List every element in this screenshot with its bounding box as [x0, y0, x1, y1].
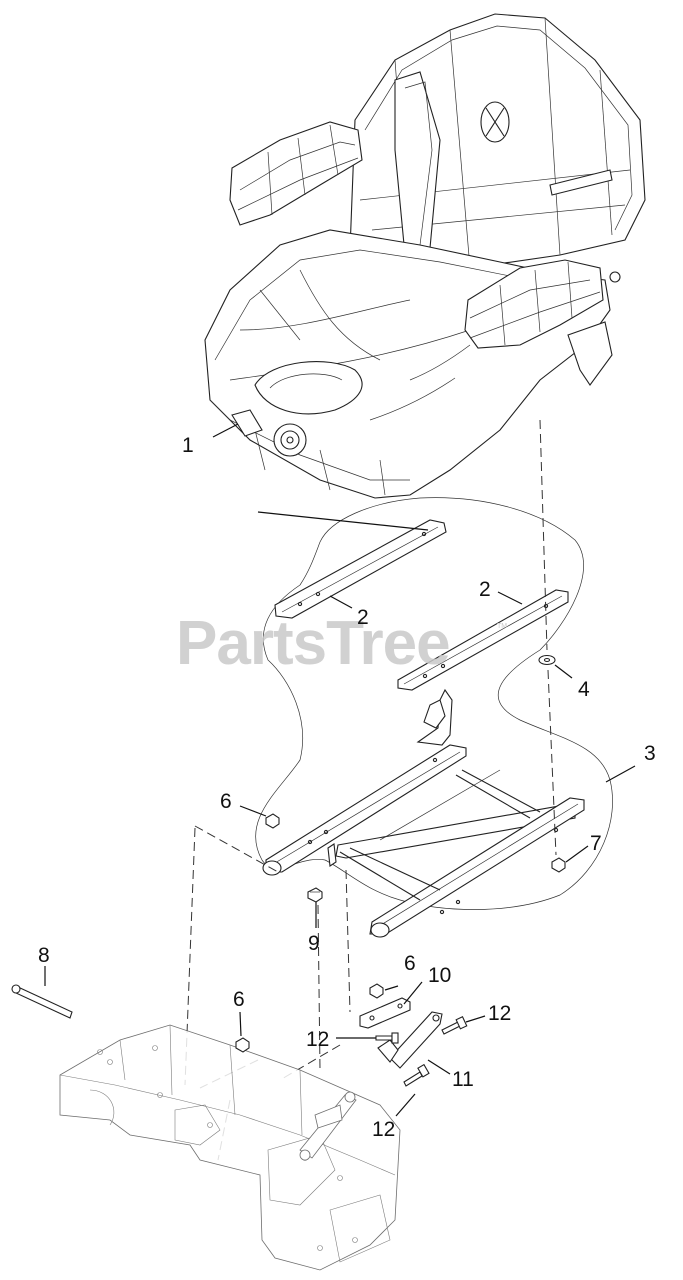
- bolt-icon: [403, 1063, 430, 1087]
- callout-support-arm: 11: [452, 1068, 474, 1091]
- callout-bolt-left: 12: [306, 1028, 329, 1051]
- washer-icon: [538, 654, 556, 666]
- left-armrest: [229, 121, 363, 226]
- callout-bolt-right: 12: [488, 1002, 511, 1025]
- callout-pivot-rod: 8: [38, 944, 50, 967]
- seat-assembly: [204, 13, 646, 499]
- chassis-bracket: [59, 1024, 401, 1271]
- callout-nut-frame-front: 6: [220, 790, 232, 813]
- spacer-nut-icon: [307, 887, 323, 903]
- support-arm: [377, 1011, 443, 1069]
- right-armrest: [464, 259, 604, 349]
- nut-icon: [235, 1037, 250, 1053]
- callout-slide-rail-right: 2: [479, 578, 491, 601]
- seat-mount-plate-outline: [255, 497, 613, 910]
- seat-frame: [262, 688, 585, 938]
- callout-nut-mount: 6: [233, 988, 245, 1011]
- bolt-icon: [375, 1032, 399, 1044]
- slide-rail-right: [397, 589, 569, 691]
- x-logo-icon: [480, 101, 510, 143]
- watermark-trademark: TM: [497, 623, 507, 630]
- callout-nut-link: 6: [404, 952, 416, 975]
- bolt-icon: [441, 1016, 468, 1035]
- callout-washer: 4: [578, 678, 590, 701]
- callout-seat: 1: [182, 434, 194, 457]
- watermark-text: PartsTree: [176, 609, 450, 678]
- slide-rail-left: [274, 519, 447, 619]
- callout-bolt-lower: 12: [372, 1118, 395, 1141]
- callout-pivot-nut: 9: [308, 932, 320, 955]
- callout-seat-frame: 3: [644, 742, 656, 765]
- nut-icon: [369, 983, 384, 999]
- callout-nut-frame-rear: 7: [590, 832, 602, 855]
- nut-icon: [551, 857, 566, 873]
- callout-link-plate: 10: [428, 964, 451, 987]
- callout-slide-rail-left: 2: [357, 606, 369, 629]
- seat-adjust-knob: [231, 409, 307, 457]
- link-plate: [359, 997, 411, 1029]
- pivot-rod: [11, 984, 73, 1019]
- nut-icon: [265, 813, 280, 829]
